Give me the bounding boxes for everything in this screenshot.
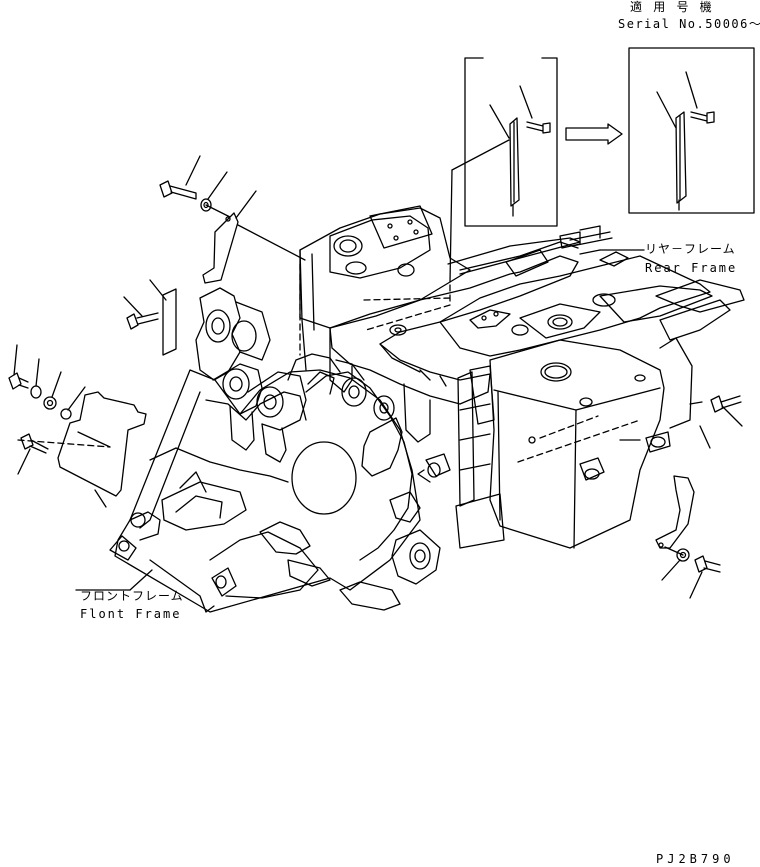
cover-plate-hardware <box>9 345 146 507</box>
detail-inset-after <box>629 48 754 213</box>
label-leaders <box>76 250 644 590</box>
serial-number-range: Serial No.50006～ <box>618 17 760 31</box>
rear-frame <box>300 140 744 548</box>
front-frame-label-jp: フロントフレーム <box>80 589 184 603</box>
applicable-models-heading: 適 用 号 機 <box>630 0 714 14</box>
detail-inset-before <box>465 58 557 226</box>
right-hardware <box>662 396 742 598</box>
rear-frame-label-en: Rear Frame <box>645 261 738 275</box>
arrow-right-icon <box>566 124 622 144</box>
rear-frame-label-jp: リヤ－フレーム <box>645 242 736 256</box>
front-frame-label-en: Flont Frame <box>80 607 182 621</box>
front-frame <box>110 288 440 612</box>
drawing-code: PJ2B790 <box>656 852 735 866</box>
bolt-washer-bracket-top-left <box>124 156 305 355</box>
